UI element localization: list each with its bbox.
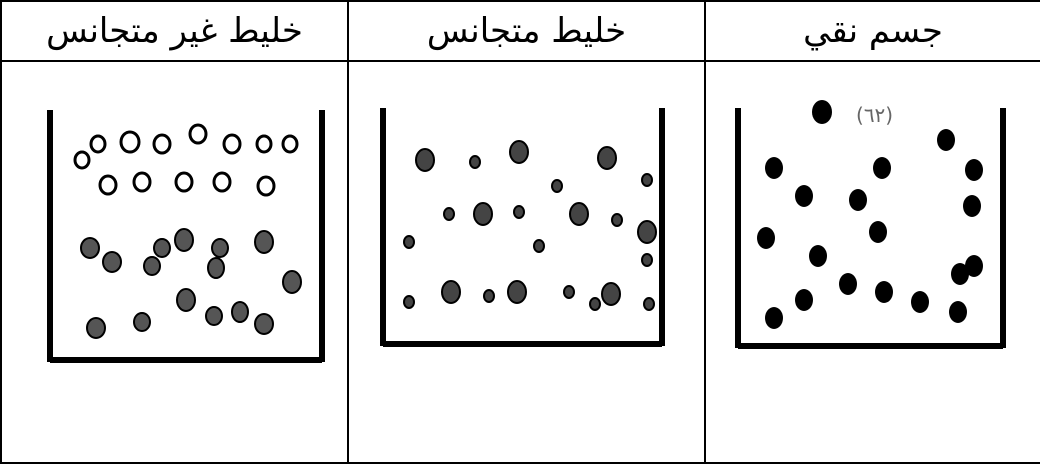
particle xyxy=(510,141,528,163)
particle xyxy=(552,180,562,192)
particle xyxy=(869,221,887,243)
particle xyxy=(154,239,170,257)
particle xyxy=(642,174,652,186)
particle xyxy=(534,240,544,252)
particle xyxy=(937,129,955,151)
cell-pure-substance: (٦٢) xyxy=(705,61,1040,463)
particle xyxy=(257,136,271,152)
particle xyxy=(873,157,891,179)
particle xyxy=(590,298,600,310)
header-row: خليط غير متجانس خليط متجانس جسم نقي xyxy=(1,1,1040,61)
particle xyxy=(949,301,967,323)
particle xyxy=(602,283,620,305)
homogeneous-mixture-beaker-illustration xyxy=(349,62,706,466)
particle xyxy=(232,302,248,322)
particle xyxy=(176,173,192,191)
particle xyxy=(208,258,224,278)
particle xyxy=(508,281,526,303)
particle xyxy=(598,147,616,169)
header-pure-substance: جسم نقي xyxy=(705,1,1040,61)
particle xyxy=(144,257,160,275)
heterogeneous-mixture-beaker-illustration xyxy=(2,62,349,466)
particle xyxy=(638,221,656,243)
particle xyxy=(963,195,981,217)
particle xyxy=(564,286,574,298)
particle xyxy=(283,271,301,293)
particle xyxy=(134,313,150,331)
particle xyxy=(570,203,588,225)
particle xyxy=(214,173,230,191)
header-homogeneous-mixture: خليط متجانس xyxy=(348,1,705,61)
particle xyxy=(965,159,983,181)
particle xyxy=(224,135,240,153)
cell-homogeneous-mixture xyxy=(348,61,705,463)
particle xyxy=(255,314,273,334)
particle xyxy=(134,173,150,191)
particle xyxy=(404,236,414,248)
particle xyxy=(965,255,983,277)
particle xyxy=(206,307,222,325)
particle xyxy=(175,229,193,251)
particle xyxy=(103,252,121,272)
particle xyxy=(809,245,827,267)
particle xyxy=(765,157,783,179)
partial-label-text: (٦٢) xyxy=(856,103,893,127)
particle xyxy=(81,238,99,258)
particle xyxy=(258,177,274,195)
particle xyxy=(514,206,524,218)
particle xyxy=(87,318,105,338)
particle xyxy=(212,239,228,257)
particle xyxy=(177,289,195,311)
particles-pure xyxy=(757,100,983,329)
particle xyxy=(839,273,857,295)
particle xyxy=(484,290,494,302)
particle xyxy=(154,135,170,153)
particles-grey xyxy=(81,229,301,338)
particle xyxy=(75,152,89,168)
particle xyxy=(765,307,783,329)
cell-heterogeneous-mixture xyxy=(1,61,348,463)
header-heterogeneous-mixture: خليط غير متجانس xyxy=(1,1,348,61)
particle xyxy=(255,231,273,253)
particle xyxy=(757,227,775,249)
particle xyxy=(795,185,813,207)
particle xyxy=(100,176,116,194)
particle xyxy=(642,254,652,266)
particle xyxy=(470,156,480,168)
particle xyxy=(442,281,460,303)
particle xyxy=(612,214,622,226)
particle xyxy=(474,203,492,225)
particle xyxy=(644,298,654,310)
pure-substance-beaker-illustration: (٦٢) xyxy=(706,62,1040,466)
particle xyxy=(283,136,297,152)
illustration-row: (٦٢) xyxy=(1,61,1040,463)
particle xyxy=(875,281,893,303)
particle xyxy=(190,125,206,143)
particle xyxy=(121,132,139,152)
particle xyxy=(416,149,434,171)
particle xyxy=(795,289,813,311)
particle xyxy=(849,189,867,211)
particle xyxy=(444,208,454,220)
particle xyxy=(404,296,414,308)
particle xyxy=(91,136,105,152)
particle xyxy=(812,100,832,124)
particles-white xyxy=(75,125,297,195)
particles-mixed xyxy=(404,141,656,310)
particle xyxy=(911,291,929,313)
